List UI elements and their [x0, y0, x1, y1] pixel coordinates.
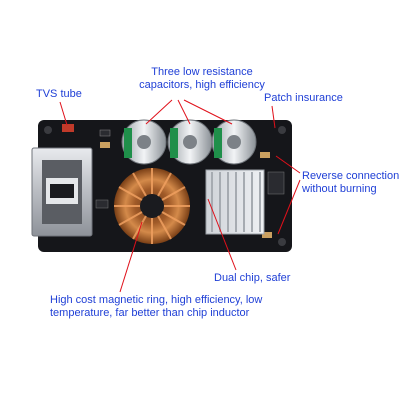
mount-hole [44, 126, 52, 134]
smd-part [99, 129, 111, 137]
pointer-patch [271, 105, 276, 129]
label-reverse-line1: Reverse connection [302, 170, 400, 182]
label-reverse-line2: without burning [302, 183, 377, 195]
mount-hole [278, 126, 286, 134]
label-magnetic-line2: temperature, far better than chip induct… [50, 307, 250, 319]
pointer-caps-2 [177, 99, 191, 125]
label-capacitors-line1: Three low resistance [151, 66, 253, 78]
smd-part [95, 199, 109, 209]
label-dual-chip: Dual chip, safer [214, 272, 291, 284]
label-magnetic-ring: High cost magnetic ring, high efficiency… [50, 294, 262, 320]
smd-part [262, 232, 272, 238]
pointer-lines [59, 99, 301, 293]
pointer-reverse-2 [277, 179, 301, 235]
label-capacitors-line2: capacitors, high efficiency [139, 79, 265, 91]
capacitor [211, 119, 257, 165]
label-patch-insurance: Patch insurance [264, 92, 343, 104]
tvs-tube-component [62, 124, 74, 132]
pointer-caps-3 [183, 99, 233, 125]
magnetic-ring-inductor [114, 168, 190, 244]
pointer-caps-1 [145, 99, 173, 125]
label-capacitors: Three low resistance capacitors, high ef… [132, 66, 272, 92]
label-tvs-tube: TVS tube [36, 88, 82, 100]
usb-port [31, 147, 93, 237]
heat-sink [205, 169, 265, 235]
pointer-tvs [59, 101, 68, 126]
label-reverse-connection: Reverse connection without burning [302, 170, 399, 196]
smd-part [100, 142, 110, 148]
pointer-dual [207, 198, 237, 271]
capacitor [121, 119, 167, 165]
pointer-magnetic [119, 221, 143, 293]
smd-part [267, 171, 285, 195]
smd-part [260, 152, 270, 158]
mount-hole [278, 238, 286, 246]
pointer-reverse-1 [275, 155, 301, 174]
label-magnetic-line1: High cost magnetic ring, high efficiency… [50, 294, 263, 306]
capacitor [167, 119, 213, 165]
